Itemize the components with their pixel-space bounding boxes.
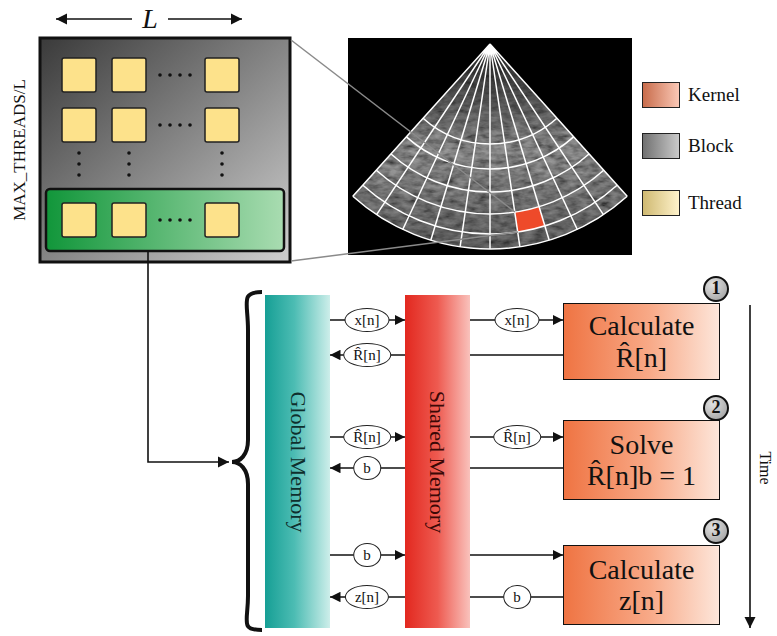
thread-squares <box>62 58 239 237</box>
kernel-box: Calculate R̂[n] <box>563 303 720 380</box>
dimension-arrow <box>56 18 132 20</box>
ellipsis-dots <box>77 73 224 222</box>
data-label: b <box>503 585 531 609</box>
kernel-label: Solve R̂[n]b = 1 <box>579 429 704 492</box>
leader-line <box>148 251 229 462</box>
callout-number: 3 <box>703 518 729 544</box>
edge-label: R̂[n] <box>493 425 541 449</box>
thread-row <box>46 189 284 251</box>
legend-text: Thread <box>688 192 742 214</box>
legend-text: Block <box>688 135 733 157</box>
data-flow-arrow <box>470 554 563 556</box>
time-arrow <box>749 305 751 628</box>
dimension-arrow <box>168 18 242 20</box>
zoom-line <box>291 40 515 212</box>
callout-number: 1 <box>703 276 729 302</box>
edge-label: R̂[n] <box>343 425 391 449</box>
band-label: Global Memory <box>285 391 311 532</box>
callout-number: 2 <box>703 395 729 421</box>
edge-label: b <box>353 456 381 480</box>
scan-grid <box>353 44 627 249</box>
legend-entry: Thread <box>642 190 742 216</box>
memory-band: Global Memory <box>265 295 330 628</box>
block-square <box>40 38 290 262</box>
kernel-label: Calculate z[n] <box>579 554 704 617</box>
ultrasound-fan <box>350 44 630 254</box>
edge-label: z[n] <box>345 585 389 609</box>
kernel-label: Calculate R̂[n] <box>579 310 704 373</box>
legend-swatch <box>642 190 680 216</box>
edge-label: x[n] <box>345 308 390 332</box>
legend-entry: Kernel <box>642 82 740 108</box>
zoom-line <box>291 232 518 261</box>
curly-brace <box>232 292 262 630</box>
edge-label: R̂[n] <box>343 343 391 367</box>
edge-label: x[n] <box>495 308 540 332</box>
band-label: Shared Memory <box>425 390 451 532</box>
ultrasound-image <box>348 38 632 255</box>
legend-swatch <box>642 82 680 108</box>
legend-swatch <box>642 133 680 159</box>
kernel-box: Solve R̂[n]b = 1 <box>563 420 720 500</box>
kernel-box: Calculate z[n] <box>563 545 720 625</box>
legend-text: Kernel <box>688 84 740 106</box>
dimension-label: L <box>142 5 158 33</box>
axis-label: MAX_THREADS/L <box>11 79 30 221</box>
edge-label: b <box>353 543 381 567</box>
legend-entry: Block <box>642 133 733 159</box>
axis-label: Time <box>756 451 774 484</box>
memory-band: Shared Memory <box>405 295 470 628</box>
